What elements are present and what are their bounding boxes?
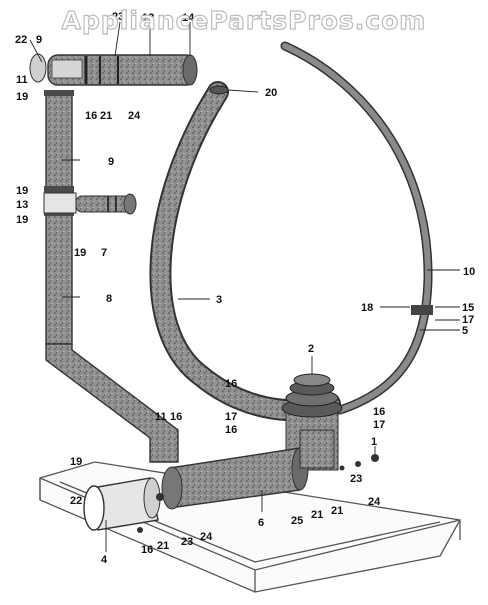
callout-23b: 23 xyxy=(350,473,362,485)
callout-16b: 16 xyxy=(225,378,237,390)
callout-16: 16 xyxy=(85,110,97,122)
callout-17c: 17 xyxy=(373,419,385,431)
watermark: AppliancePartsPros.com xyxy=(61,5,427,35)
callout-16f: 16 xyxy=(141,544,153,556)
callout-19d: 19 xyxy=(74,247,86,259)
callout-21c: 21 xyxy=(331,505,343,517)
callout-22b: 22 xyxy=(70,495,82,507)
callout-3: 3 xyxy=(216,294,222,306)
callout-18: 18 xyxy=(361,302,373,314)
callout-4: 4 xyxy=(101,554,108,566)
callout-19: 19 xyxy=(16,91,28,103)
bottom-duct xyxy=(161,429,335,510)
callout-23c: 23 xyxy=(181,536,193,548)
callout-22: 22 xyxy=(15,34,27,46)
callout-6: 6 xyxy=(258,517,264,529)
screw-1 xyxy=(339,454,379,471)
callout-5: 5 xyxy=(462,325,468,337)
callout-24c: 24 xyxy=(200,531,213,543)
callout-15: 15 xyxy=(462,302,474,314)
callout-25: 25 xyxy=(291,515,303,527)
callout-16d: 16 xyxy=(225,424,237,436)
callout-2: 2 xyxy=(308,343,314,355)
callout-24: 24 xyxy=(128,110,141,122)
hose-clamp xyxy=(411,305,433,315)
callout-19b: 19 xyxy=(16,185,28,197)
callout-7: 7 xyxy=(101,247,107,259)
leader-lines xyxy=(29,21,460,552)
callout-17b: 17 xyxy=(225,411,237,423)
callout-16c: 16 xyxy=(170,411,182,423)
elbow-4 xyxy=(83,477,164,533)
thin-hose-10 xyxy=(280,41,433,415)
callout-12: 12 xyxy=(142,12,154,24)
left-vertical-duct xyxy=(44,90,179,463)
top-duct xyxy=(29,53,198,86)
callout-17: 17 xyxy=(462,314,474,326)
callout-21b: 21 xyxy=(311,509,323,521)
callout-21d: 21 xyxy=(157,540,169,552)
callout-11: 11 xyxy=(16,74,28,86)
callout-14: 14 xyxy=(182,12,195,24)
callout-20: 20 xyxy=(265,87,277,99)
callout-19c: 19 xyxy=(16,214,28,226)
callout-11b: 11 xyxy=(155,411,167,423)
callout-23: 23 xyxy=(112,11,124,23)
callout-1: 1 xyxy=(371,436,377,448)
callout-13: 13 xyxy=(16,199,28,211)
callout-19e: 19 xyxy=(70,456,82,468)
callout-21: 21 xyxy=(100,110,112,122)
side-tee xyxy=(43,192,137,215)
callout-labels: 22 9 23 12 14 11 19 16 21 24 20 9 19 13 … xyxy=(15,11,475,566)
callout-9: 9 xyxy=(36,34,42,46)
callout-9b: 9 xyxy=(108,156,114,168)
callout-10: 10 xyxy=(463,266,475,278)
callout-16e: 16 xyxy=(373,406,385,418)
callout-8: 8 xyxy=(106,293,112,305)
callout-24b: 24 xyxy=(368,496,381,508)
